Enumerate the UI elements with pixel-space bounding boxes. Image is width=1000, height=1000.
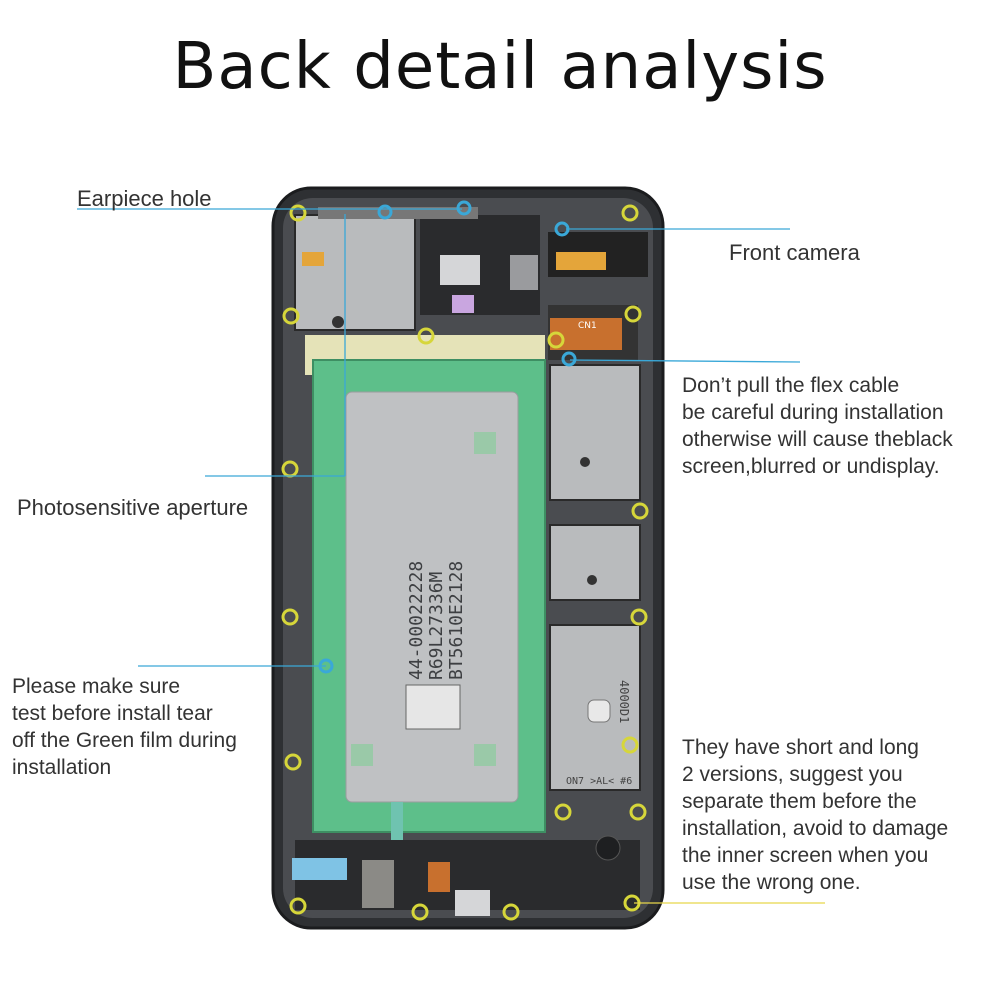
- screw: [417, 327, 435, 345]
- screw: [411, 903, 429, 921]
- right-shield-2: [549, 524, 641, 601]
- svg-text:44-00022228: 44-00022228: [406, 561, 427, 680]
- sensor-marker: [456, 200, 472, 216]
- bottom-chip: [455, 890, 490, 916]
- photosensitive-label: Photosensitive aperture: [17, 495, 249, 520]
- top-left-shield: [294, 214, 416, 331]
- charging-port: [362, 860, 394, 908]
- bottom-flex-mid: [428, 862, 450, 892]
- flex-marker: [561, 351, 577, 367]
- metal-plate: [345, 391, 519, 803]
- green-film-note: Please make sure test before install tea…: [12, 675, 237, 779]
- svg-text:BT5610E2128: BT5610E2128: [446, 561, 467, 680]
- screw: [621, 204, 639, 222]
- small-component: [510, 255, 538, 290]
- earpiece-slot: [318, 207, 478, 219]
- contact-pads: [302, 252, 324, 266]
- sensor-pad: [452, 295, 474, 313]
- screw: [282, 307, 300, 325]
- front-camera-label: Front camera: [729, 240, 860, 265]
- screw: [554, 803, 572, 821]
- earpiece-marker: [377, 204, 393, 220]
- screw: [289, 897, 307, 915]
- screw: [629, 803, 647, 821]
- shield-window: [587, 699, 611, 723]
- leader-lines: [77, 208, 801, 667]
- right-shield-1: [549, 364, 641, 501]
- camera-flex: [556, 252, 606, 270]
- side-code: 4000D1: [617, 680, 631, 723]
- page-title: Back detail analysis: [172, 30, 828, 104]
- screw: [281, 608, 299, 626]
- bottom-flex-left: [292, 858, 347, 880]
- screw: [621, 736, 639, 754]
- shield-hole: [332, 316, 344, 328]
- pad-bl: [351, 744, 373, 766]
- versions-note: They have short and long 2 versions, sug…: [682, 736, 949, 894]
- markers: [318, 200, 577, 674]
- earpiece-hole-label: Earpiece hole: [77, 186, 212, 211]
- screw: [502, 903, 520, 921]
- connector-label: CN1: [578, 321, 597, 331]
- screw: [547, 331, 565, 349]
- flex-leader: [569, 359, 801, 363]
- flex-cable-note: Don’t pull the flex cable be careful dur…: [682, 374, 953, 478]
- screw: [630, 608, 648, 626]
- bottom-code: ON7 >AL< #6: [566, 776, 632, 787]
- qr-code: [405, 684, 461, 730]
- screw: [631, 502, 649, 520]
- speaker: [595, 835, 621, 861]
- sensor-chip: [440, 255, 480, 285]
- screw: [289, 204, 307, 222]
- screws: [281, 204, 649, 921]
- film-marker: [318, 658, 334, 674]
- pad-br: [474, 744, 496, 766]
- screw: [624, 305, 642, 323]
- pad-tr: [474, 432, 496, 454]
- svg-text:R69L27336M: R69L27336M: [426, 571, 447, 680]
- camera-marker: [554, 221, 570, 237]
- screw: [284, 753, 302, 771]
- plate-part-number: 44-00022228 R69L27336M BT5610E2128: [406, 561, 467, 680]
